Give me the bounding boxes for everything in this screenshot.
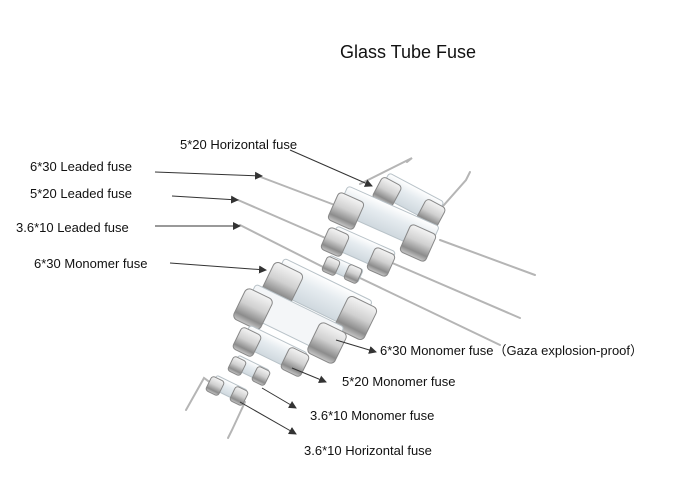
fuse-6x30-leaded [327, 186, 439, 262]
lead-wire [239, 224, 326, 269]
pointer-line [291, 367, 327, 384]
lead-wire [359, 277, 501, 346]
fuse-6x30-monomer-gaza [233, 284, 347, 364]
lead-wire [227, 401, 246, 439]
fuse-3-6x10-leaded [321, 255, 364, 284]
page-title: Glass Tube Fuse [339, 42, 477, 62]
lead-wire [435, 171, 471, 215]
fuse-3-6x10-monomer [227, 355, 271, 386]
pointer-line [154, 171, 263, 180]
lead-wire [257, 175, 341, 208]
pointer-line [335, 339, 377, 354]
fuse-5x20-monomer [232, 325, 310, 377]
lead-wire [237, 199, 331, 241]
pointer-line [289, 149, 373, 187]
fuse-5x20-leaded [320, 226, 396, 277]
lead-wires [185, 157, 536, 439]
label-3-6x10-monomer-fuse: 3.6*10 Monomer fuse [310, 408, 435, 423]
label-6x30-monomer-fuse: 6*30 Monomer fuse [34, 256, 148, 271]
pointer-line [261, 387, 297, 409]
fuse-3-6x10-horizontal [205, 375, 249, 406]
label-6x30-monomer-gaza-fuse: 6*30 Monomer fuse（Gaza explosion-proof） [380, 343, 644, 358]
label-3-6x10-leaded-fuse: 3.6*10 Leaded fuse [16, 220, 129, 235]
lead-wire [439, 239, 536, 276]
pointer-line [171, 195, 239, 204]
pointer-line [169, 262, 267, 274]
label-5x20-horizontal-fuse: 5*20 Horizontal fuse [180, 137, 298, 152]
pointer-line [239, 401, 297, 435]
label-5x20-monomer-fuse: 5*20 Monomer fuse [342, 374, 456, 389]
label-5x20-leaded-fuse: 5*20 Leaded fuse [30, 186, 132, 201]
label-6x30-leaded-fuse: 6*30 Leaded fuse [30, 159, 132, 174]
label-3-6x10-horizontal-fuse: 3.6*10 Horizontal fuse [304, 443, 432, 458]
pointer-lines [154, 149, 377, 435]
lead-wire [389, 261, 521, 319]
fuse-6x30-monomer [260, 258, 378, 341]
lead-wire [359, 157, 413, 185]
